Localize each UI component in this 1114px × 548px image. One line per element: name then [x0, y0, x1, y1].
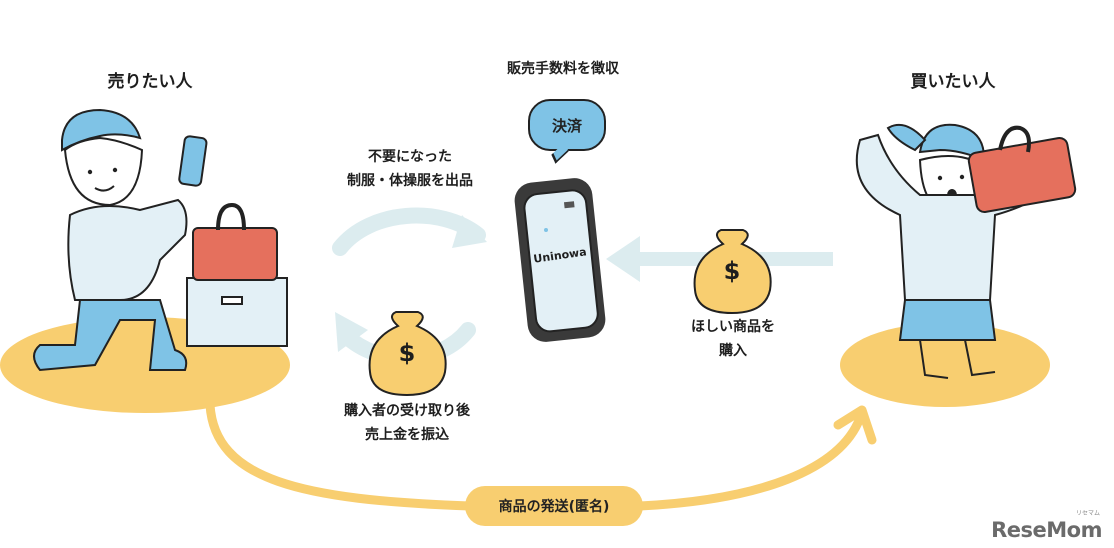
smartphone-icon [514, 178, 606, 342]
payout-arrowhead [335, 312, 368, 352]
purchase-arrowhead [606, 236, 640, 282]
box-icon [186, 277, 288, 347]
listing-arrowhead [452, 215, 487, 248]
seller-figure [33, 108, 288, 372]
fee-label: 販売手数料を徴収 [507, 61, 619, 77]
bag-icon [192, 227, 278, 281]
watermark-logo: ReseMom [991, 518, 1102, 542]
money-symbol: $ [398, 339, 416, 367]
money-bag-icon [368, 311, 447, 397]
buyer-figure [855, 123, 1077, 379]
listing-label-line2: 制服・体操服を出品 [347, 173, 473, 189]
listing-label-line1: 不要になった [368, 149, 452, 165]
payout-label-line1: 購入者の受け取り後 [344, 403, 470, 419]
buyer-ground [840, 323, 1050, 407]
payment-bubble-label: 決済 [551, 116, 582, 135]
shipping-label-text: 商品の発送(匿名) [498, 499, 610, 515]
seller-title: 売りたい人 [107, 72, 193, 92]
shipping-label: 商品の発送(匿名) [465, 486, 643, 526]
purchase-label-line1: ほしい商品を [691, 319, 775, 335]
bag-icon [967, 137, 1077, 213]
money-bag-icon [693, 229, 772, 315]
watermark-sub: リセマム [1075, 510, 1100, 517]
shipping-arrow [205, 400, 865, 511]
shipping-arrowhead [833, 405, 877, 445]
purchase-label-line2: 購入 [719, 343, 747, 359]
payout-label-line2: 売上金を振込 [365, 427, 449, 443]
buyer-title: 買いたい人 [910, 72, 996, 92]
payment-bubble: 決済 [528, 99, 606, 151]
money-symbol: $ [723, 257, 741, 285]
